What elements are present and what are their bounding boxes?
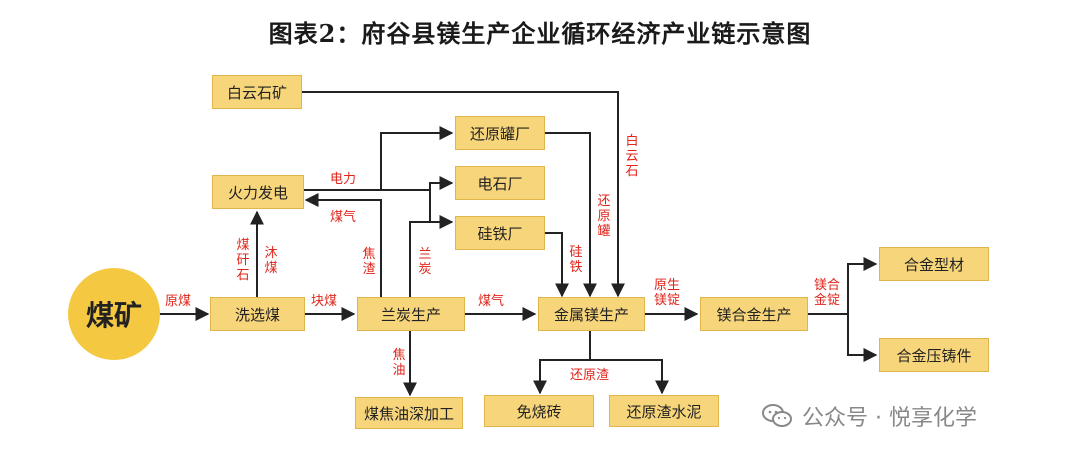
label-coke-slag: 焦渣 — [362, 247, 376, 277]
edge-to-profile — [847, 257, 878, 314]
label-reduction-tank: 还原罐 — [597, 194, 611, 239]
label-coal-gas-mg: 煤气 — [478, 294, 505, 309]
label-coke-oil: 焦油 — [392, 348, 406, 378]
label-alloy-ingot: 镁合金锭 — [813, 278, 840, 308]
label-ferrosilicon: 硅铁 — [569, 245, 583, 275]
node-baked-free-brick: 免烧砖 — [484, 395, 594, 427]
node-mg-alloy: 镁合金生产 — [700, 297, 808, 331]
edge-to-carbide — [429, 176, 454, 222]
node-dolomite: 白云石矿 — [212, 75, 302, 109]
node-ferrosilicon: 硅铁厂 — [455, 216, 545, 250]
node-reduction-tank: 还原罐厂 — [455, 116, 545, 150]
node-semi-coke: 兰炭生产 — [357, 297, 465, 331]
label-primary-ingot: 原生镁锭 — [653, 278, 680, 308]
watermark: 公众号 · 悦享化学 — [762, 400, 977, 432]
edge-ferrosilicon — [545, 232, 569, 298]
edge-dolomite — [302, 91, 625, 298]
label-coal-gas-power: 煤气 — [330, 210, 357, 225]
node-coal-mine: 煤矿 — [68, 268, 160, 360]
node-slag-cement: 还原渣水泥 — [609, 395, 719, 427]
edge-coal-gas-power — [304, 193, 382, 297]
node-power-plant: 火力发电 — [212, 175, 304, 209]
label-dolomite: 白云石 — [625, 134, 639, 179]
label-lump-coal: 块煤 — [311, 294, 338, 309]
edge-to-casting — [847, 314, 878, 362]
node-coal-tar: 煤焦油深加工 — [355, 397, 463, 429]
node-coal-washing: 洗选煤 — [210, 297, 305, 331]
watermark-text: 公众号 · 悦享化学 — [802, 406, 977, 431]
label-semi-coke: 兰炭 — [418, 247, 432, 277]
label-raw-coal: 原煤 — [165, 294, 192, 309]
edge-reduction-slag — [533, 331, 591, 395]
wechat-icon — [762, 404, 792, 427]
diagram-title: 图表2：府谷县镁生产企业循环经济产业链示意图 — [268, 19, 812, 48]
node-alloy-profile: 合金型材 — [879, 247, 989, 281]
label-reduction-slag: 还原渣 — [570, 368, 610, 383]
edge-semi-coke — [409, 215, 454, 297]
node-calcium-carbide: 电石厂 — [455, 166, 545, 200]
label-middlings: 沐煤 — [264, 246, 278, 276]
edge-reduction-tank — [545, 132, 597, 298]
node-alloy-casting: 合金压铸件 — [879, 338, 989, 372]
edge-to-cement — [590, 359, 669, 395]
node-magnesium: 金属镁生产 — [538, 297, 645, 331]
label-gangue: 煤矸石 — [236, 238, 250, 283]
edge-electricity — [304, 126, 454, 191]
label-electricity: 电力 — [330, 172, 357, 187]
